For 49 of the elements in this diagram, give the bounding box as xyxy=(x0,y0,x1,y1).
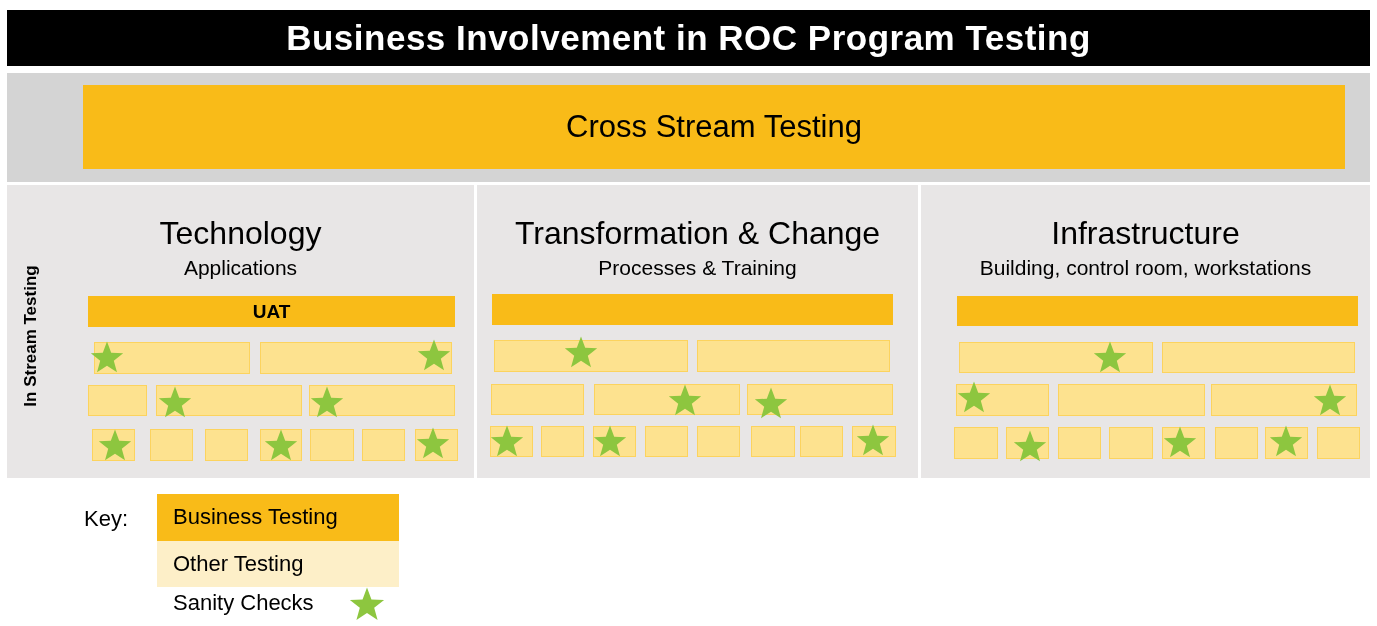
cross-stream-bar xyxy=(83,85,1345,169)
panel-heading: Infrastructure xyxy=(1051,215,1240,252)
panel-subheading: Applications xyxy=(183,256,298,280)
other-testing-box xyxy=(88,385,147,416)
other-testing-box xyxy=(645,426,688,457)
business-testing-bar xyxy=(957,296,1358,326)
panel-heading: Transformation & Change xyxy=(514,215,881,252)
stream-panel xyxy=(477,185,918,478)
other-testing-box xyxy=(594,384,740,415)
other-testing-box xyxy=(954,427,998,459)
other-testing-box xyxy=(205,429,248,461)
other-testing-box xyxy=(1211,384,1357,416)
other-testing-box xyxy=(747,384,893,415)
other-testing-box xyxy=(800,426,843,457)
other-testing-box xyxy=(310,429,354,461)
other-testing-box xyxy=(491,384,584,415)
other-testing-box xyxy=(751,426,795,457)
bar-label: Cross Stream Testing xyxy=(566,109,862,145)
legend-text: Business Testing xyxy=(173,504,338,531)
other-testing-box xyxy=(260,342,452,374)
other-testing-box xyxy=(959,342,1153,373)
stream-panel xyxy=(921,185,1370,478)
business-testing-bar xyxy=(492,294,893,325)
legend-text: Other Testing xyxy=(173,550,304,577)
other-testing-box xyxy=(94,342,250,374)
business-testing-bar xyxy=(88,296,455,327)
other-testing-box xyxy=(1109,427,1153,459)
other-testing-box xyxy=(156,385,302,416)
other-testing-box xyxy=(697,340,890,372)
other-testing-box xyxy=(1317,427,1360,459)
other-testing-box xyxy=(150,429,193,461)
other-testing-box xyxy=(541,426,584,457)
other-testing-box xyxy=(1058,427,1101,459)
panel-heading: Technology xyxy=(159,215,322,252)
other-testing-box xyxy=(362,429,405,461)
panel-subheading: Processes & Training xyxy=(598,256,797,280)
other-testing-box xyxy=(309,385,455,416)
legend-text: Sanity Checks xyxy=(173,590,314,616)
other-testing-box xyxy=(697,426,740,457)
panel-subheading: Building, control room, workstations xyxy=(979,256,1312,280)
key-label: Key: xyxy=(84,506,129,532)
vertical-label: In Stream Testing xyxy=(21,265,41,407)
other-testing-box xyxy=(494,340,688,372)
other-testing-box xyxy=(1162,342,1355,373)
other-testing-box xyxy=(1215,427,1258,459)
stream-panel xyxy=(7,185,474,478)
title-banner: Business Involvement in ROC Program Testing xyxy=(7,10,1370,66)
bar-label: UAT xyxy=(252,300,291,323)
other-testing-box xyxy=(1058,384,1205,416)
